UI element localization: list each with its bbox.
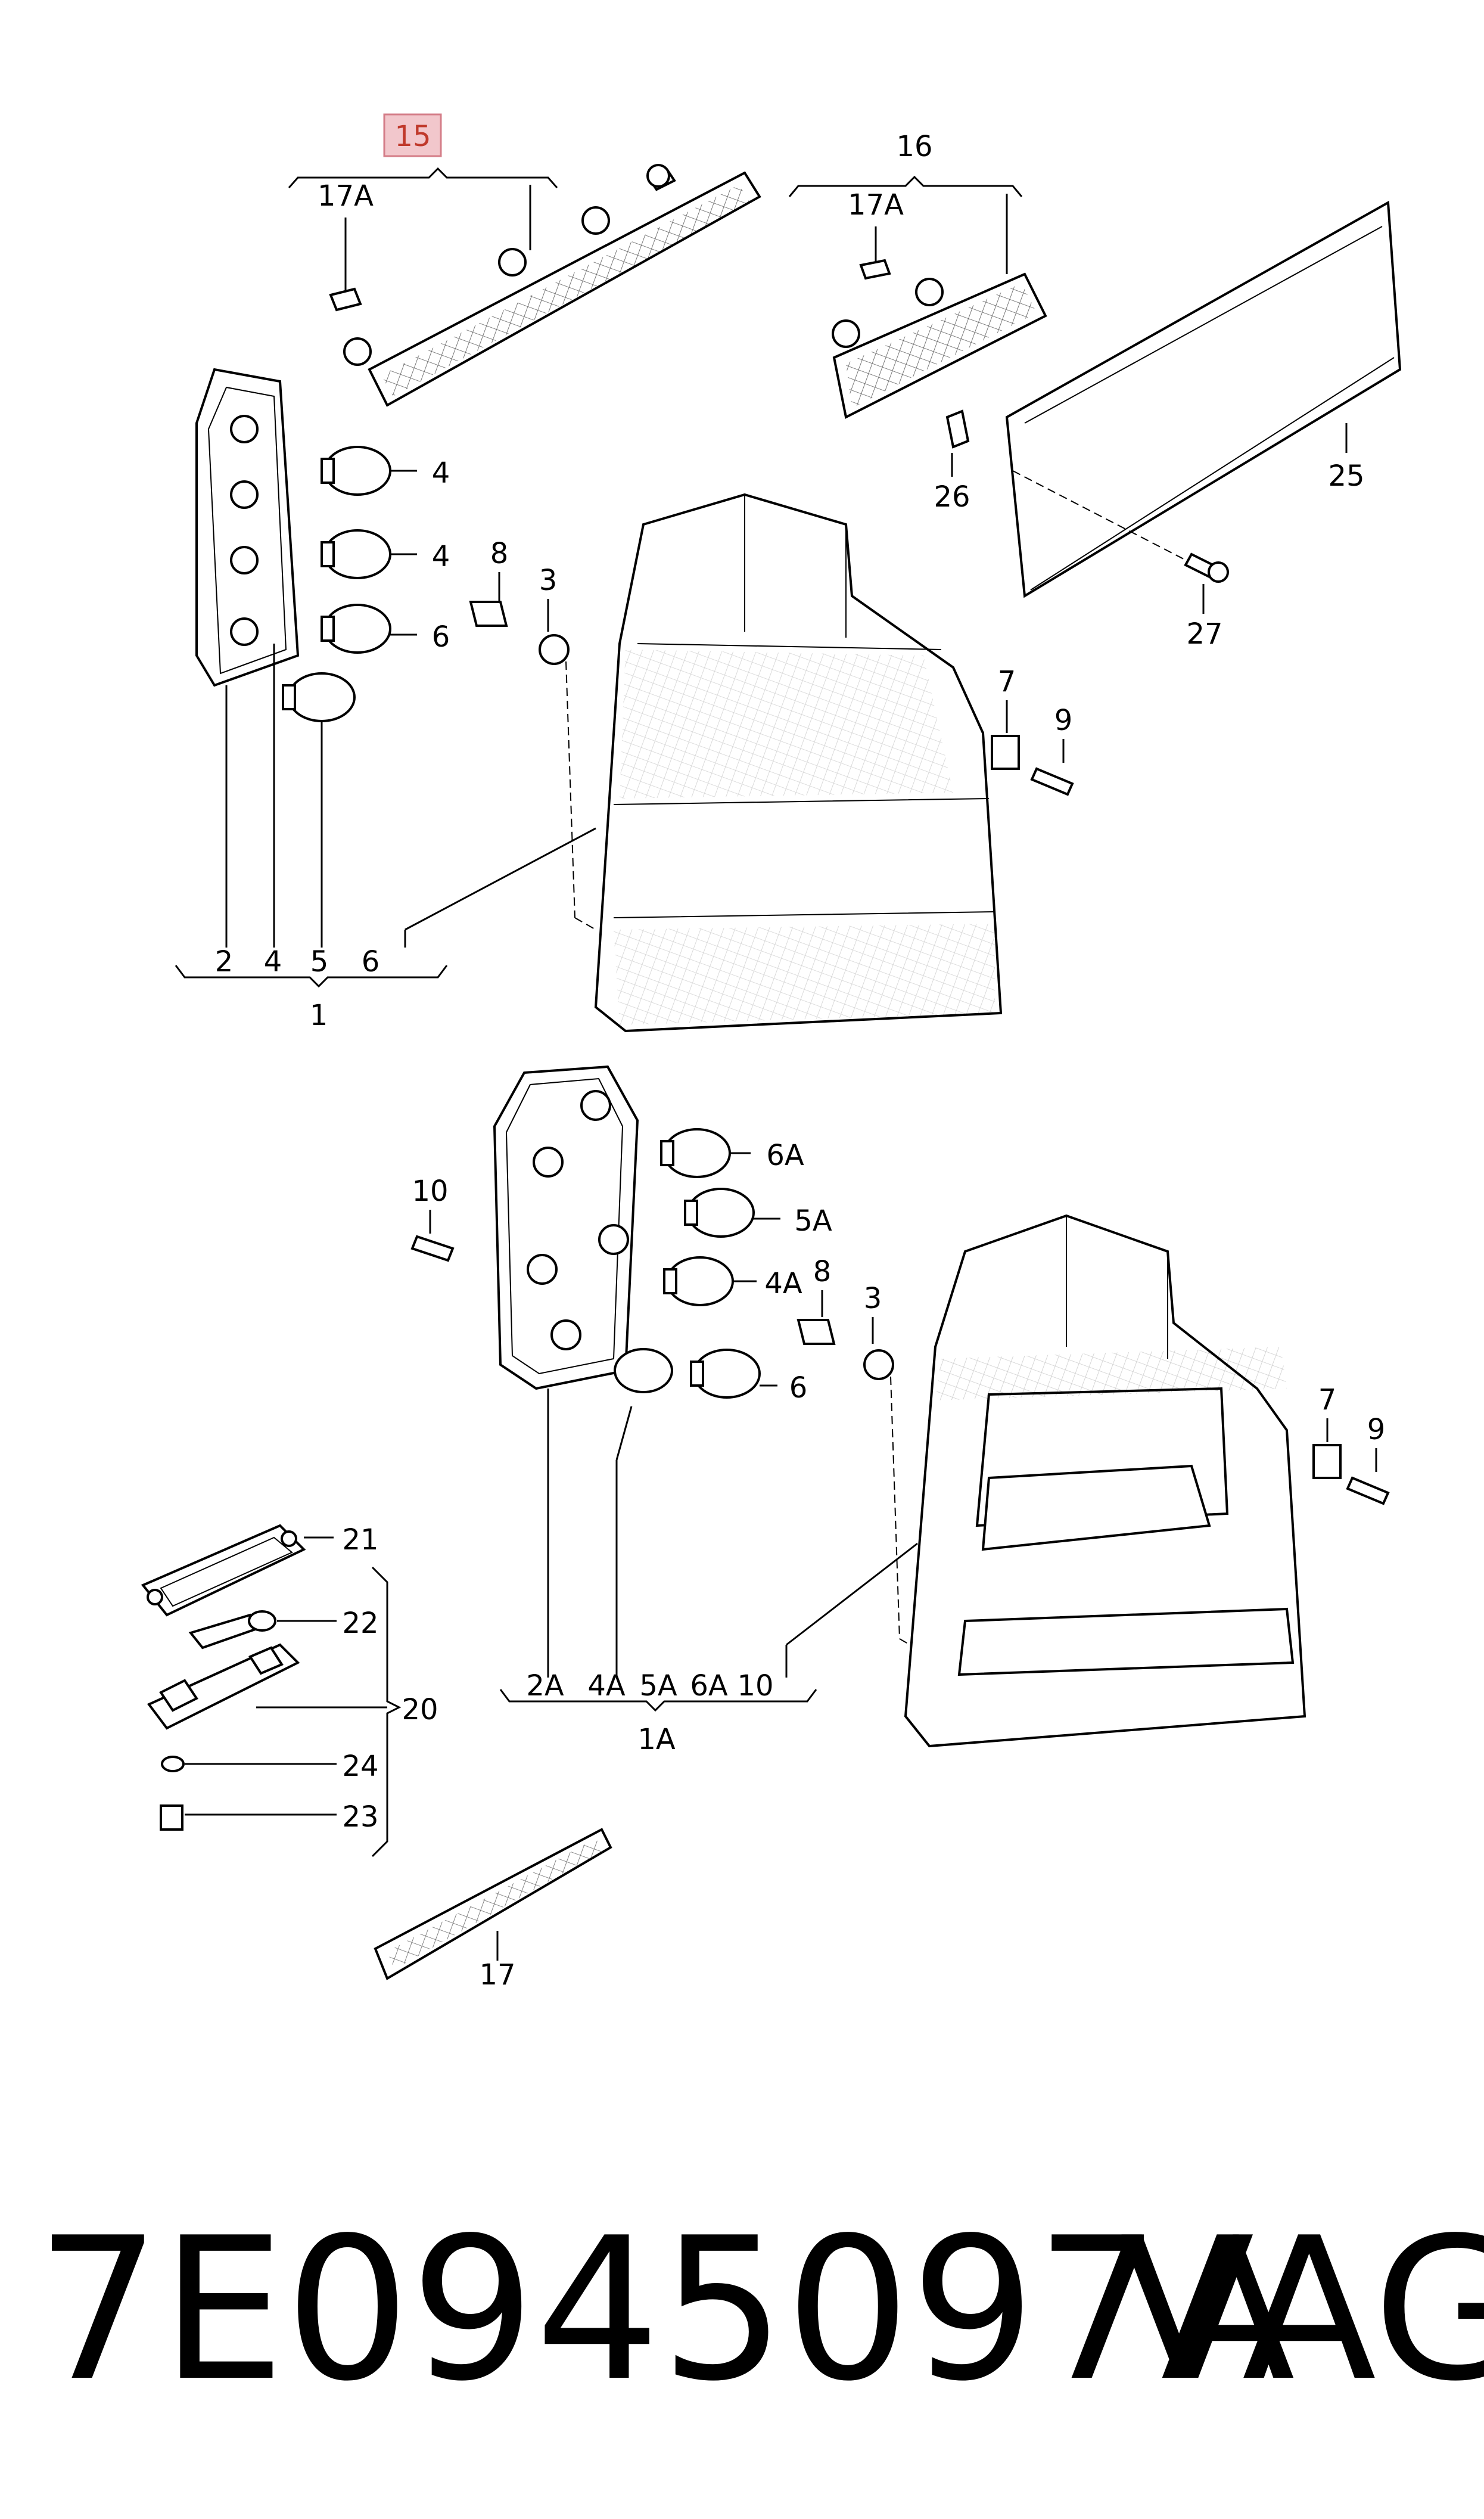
- label-3-top: 3: [539, 564, 558, 597]
- label-27: 27: [1186, 617, 1222, 651]
- bulb-6-lower: [690, 1349, 777, 1399]
- label-4a: 4: [432, 456, 450, 490]
- label-4a-lower: 4A: [764, 1267, 802, 1300]
- brake-light-right: 16 17A: [788, 130, 1047, 419]
- label-2a: 2A: [526, 1669, 564, 1703]
- label-15: 15: [394, 120, 431, 153]
- label-4a-bracket: 4A: [587, 1669, 626, 1703]
- label-21: 21: [342, 1523, 378, 1557]
- label-4-bracket: 4: [264, 945, 282, 979]
- label-10-left: 10: [412, 1175, 448, 1208]
- label-7-mid: 7: [1318, 1383, 1337, 1417]
- bulb-4b: [321, 529, 417, 579]
- label-6-bracket: 6: [362, 945, 380, 979]
- tail-light-lower: [904, 1214, 1306, 1748]
- bulb-4a: [321, 446, 417, 496]
- bulb-6-top: [321, 604, 417, 654]
- label-24: 24: [342, 1750, 378, 1783]
- label-17a-right: 17A: [848, 188, 904, 222]
- label-25: 25: [1328, 459, 1364, 493]
- label-5a: 5A: [794, 1204, 832, 1238]
- brand-name: VAG: [1120, 2195, 1484, 2424]
- label-4b: 4: [432, 540, 450, 573]
- fasteners-lower: 8 3 7 9: [797, 1255, 1390, 1651]
- bulb-4a-lower: [663, 1256, 757, 1306]
- third-brake-light-left: 15 17A: [288, 113, 761, 407]
- label-8-mid: 8: [813, 1255, 832, 1288]
- label-6a: 6A: [766, 1139, 804, 1172]
- licence-plate-light: 21 22 20 24 23: [141, 1523, 438, 1858]
- bulb-carrier-upper: 4 4 6 2 4 5 6 1: [175, 368, 596, 1032]
- reflector-strip: 17: [374, 1828, 612, 1992]
- label-5a-bracket: 5A: [639, 1669, 677, 1703]
- label-23: 23: [342, 1800, 378, 1834]
- label-26: 26: [934, 480, 970, 514]
- label-8-top: 8: [490, 537, 509, 570]
- label-1: 1: [310, 999, 328, 1032]
- label-1a: 1A: [637, 1723, 676, 1756]
- label-20: 20: [402, 1693, 438, 1726]
- trim-strip: 26 25 27: [934, 200, 1402, 651]
- bulb-5: [282, 672, 356, 722]
- tail-light-upper: [594, 493, 1003, 1033]
- fasteners-upper: 8 3 7 9: [469, 537, 1074, 930]
- bulb-6a: [660, 1128, 751, 1178]
- label-7-top: 7: [998, 665, 1016, 698]
- label-9-top: 9: [1054, 704, 1073, 737]
- label-5: 5: [310, 945, 329, 979]
- label-16: 16: [896, 130, 932, 163]
- label-6-lower: 6: [789, 1371, 808, 1405]
- label-17: 17: [479, 1958, 515, 1992]
- label-10-bracket: 10: [737, 1669, 773, 1703]
- label-3-mid: 3: [864, 1282, 882, 1315]
- bulb-small: [614, 1348, 673, 1393]
- bulb-carrier-lower: 6A 5A 4A 6 10 2A 4A 5A: [410, 1065, 918, 1756]
- label-2: 2: [215, 945, 234, 979]
- highlight-box-15: [383, 113, 442, 157]
- part-number: 7E0945097A: [36, 2195, 1296, 2424]
- label-22: 22: [342, 1607, 378, 1640]
- label-17a-left: 17A: [318, 179, 374, 213]
- label-9-mid: 9: [1367, 1413, 1386, 1446]
- label-6-top: 6: [432, 620, 450, 654]
- bulb-5a: [684, 1188, 780, 1238]
- label-6a-bracket: 6A: [690, 1669, 728, 1703]
